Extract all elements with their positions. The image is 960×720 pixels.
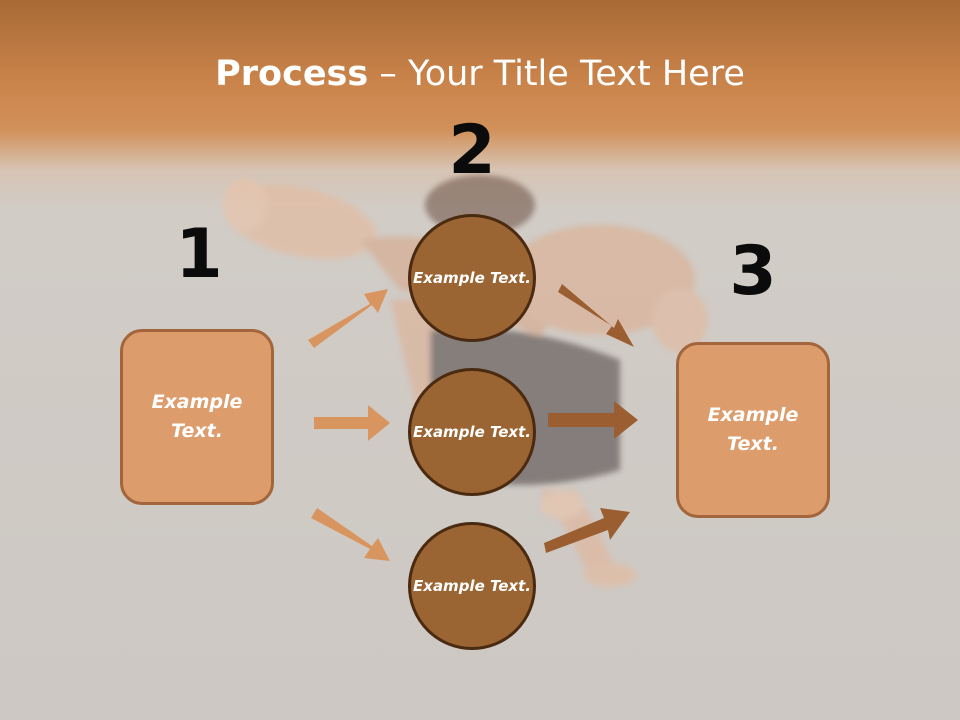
arrow-left-down [311,508,390,561]
arrow-right-down [558,284,634,347]
step-number-2: 2 [448,111,496,190]
step-3-label: Example Text. [707,404,799,455]
middle-circle-2: Example Text. [408,368,536,496]
middle-circle-3: Example Text. [408,522,536,650]
arrow-right-mid [548,401,638,439]
step-number-3: 3 [729,232,777,311]
arrow-left-up [308,289,388,348]
middle-circle-1: Example Text. [408,214,536,342]
middle-circle-1-label: Example Text. [413,268,531,287]
title-bold: Process [215,54,369,94]
step-1-box: Example Text. [120,329,274,505]
middle-circle-2-label: Example Text. [413,422,531,441]
step-3-box: Example Text. [676,342,830,518]
step-number-1: 1 [175,215,223,294]
arrow-right-up [544,508,630,553]
middle-circle-3-label: Example Text. [413,576,531,595]
title-rest: – Your Title Text Here [368,54,745,94]
step-1-label: Example Text. [151,391,243,442]
arrow-left-mid [314,405,390,441]
slide-title: Process – Your Title Text Here [0,50,960,98]
